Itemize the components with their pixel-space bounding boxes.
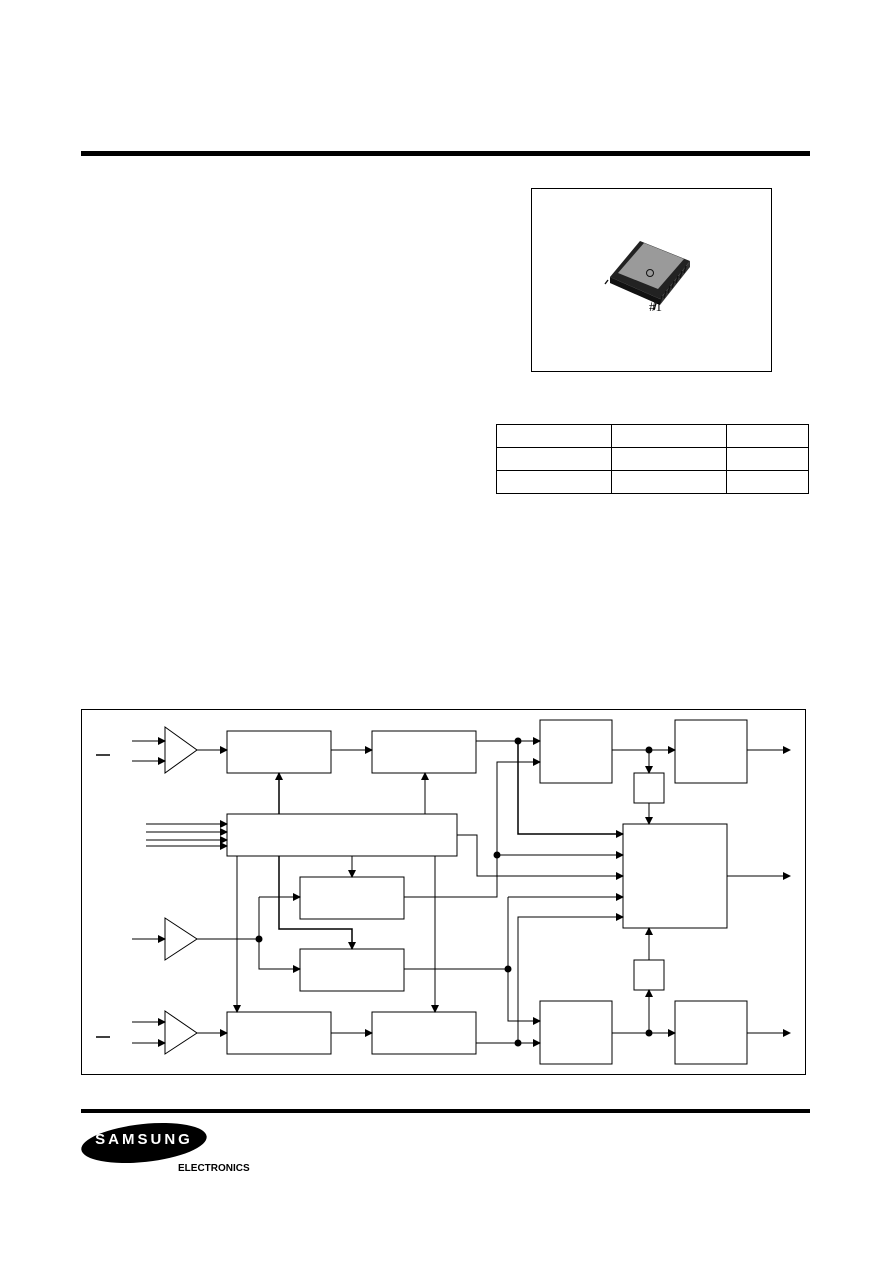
- block-logic: [622, 823, 728, 929]
- package-figure: #1: [531, 188, 772, 372]
- block-out-top: [674, 719, 748, 784]
- block-top-1: [226, 730, 332, 774]
- block-diagram: [81, 709, 806, 1075]
- block-diagram-canvas: [96, 719, 791, 1065]
- block-control: [226, 813, 458, 857]
- block-small-bottom: [633, 959, 665, 991]
- brand-division: ELECTRONICS: [178, 1163, 250, 1174]
- pin-1-label: #1: [649, 299, 662, 314]
- block-right-top: [539, 719, 613, 784]
- amp-bottom: [164, 1010, 198, 1055]
- header-rule: [81, 151, 810, 156]
- block-small-top: [633, 772, 665, 804]
- brand-name: SAMSUNG: [95, 1131, 193, 1148]
- table-cell: [611, 447, 727, 471]
- table-cell: [496, 424, 612, 448]
- ic-chip-icon: [604, 241, 690, 311]
- amp-top: [164, 726, 198, 774]
- footer-rule: [81, 1109, 810, 1113]
- table-cell: [496, 470, 612, 494]
- logo-ellipse-icon: [81, 1122, 207, 1164]
- block-mid-1: [299, 876, 405, 920]
- info-table: [496, 424, 809, 494]
- table-row: [496, 447, 809, 471]
- block-top-2: [371, 730, 477, 774]
- samsung-logo: SAMSUNG: [80, 1121, 208, 1165]
- block-mid-2: [299, 948, 405, 992]
- amp-mid: [164, 917, 198, 961]
- table-row: [496, 470, 809, 494]
- table-cell: [726, 470, 809, 494]
- block-out-bottom: [674, 1000, 748, 1065]
- block-bottom-1: [226, 1011, 332, 1055]
- table-cell: [726, 424, 809, 448]
- table-cell: [611, 470, 727, 494]
- table-cell: [496, 447, 612, 471]
- table-cell: [611, 424, 727, 448]
- block-right-bottom: [539, 1000, 613, 1065]
- table-cell: [726, 447, 809, 471]
- block-bottom-2: [371, 1011, 477, 1055]
- table-row: [496, 424, 809, 448]
